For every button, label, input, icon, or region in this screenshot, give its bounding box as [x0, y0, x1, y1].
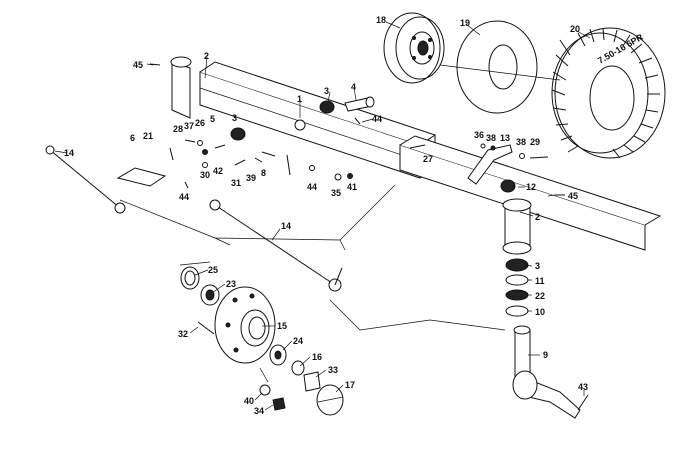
- label-11: 11: [535, 276, 545, 286]
- label-36: 36: [474, 130, 484, 140]
- tie-rod-main: [209, 199, 343, 292]
- label-14-main: 14: [281, 221, 291, 231]
- label-21: 21: [143, 131, 153, 141]
- label-2-right: 2: [535, 212, 540, 222]
- relation-lines: [119, 64, 561, 383]
- label-10: 10: [535, 307, 545, 317]
- steering-arm: [467, 144, 516, 193]
- castle-nut: [303, 371, 321, 392]
- cotter-pin: [577, 394, 589, 411]
- axle-end-left: [170, 56, 192, 119]
- label-5: 5: [210, 114, 215, 124]
- label-1: 1: [297, 94, 302, 104]
- pivot-pin: [344, 96, 375, 112]
- label-39: 39: [246, 173, 256, 183]
- label-42: 42: [213, 166, 223, 176]
- label-17: 17: [345, 380, 355, 390]
- label-23: 23: [226, 279, 236, 289]
- label-33: 33: [328, 365, 338, 375]
- label-30: 30: [200, 170, 210, 180]
- label-27: 27: [423, 154, 433, 164]
- label-45-right: 45: [568, 191, 578, 201]
- label-38-left: 38: [486, 133, 496, 143]
- tire: 7.50-16 6PR: [551, 27, 666, 159]
- label-31: 31: [231, 178, 241, 188]
- outer-bearing: [269, 344, 287, 366]
- stub-axle: [512, 325, 581, 419]
- inner-bearing: [200, 284, 220, 306]
- label-32: 32: [178, 329, 188, 339]
- label-38-right: 38: [516, 137, 526, 147]
- label-6: 6: [130, 133, 135, 143]
- label-13: 13: [500, 133, 510, 143]
- label-20: 20: [570, 24, 580, 34]
- label-3-kingpin: 3: [535, 261, 540, 271]
- hub-cap: [316, 384, 344, 416]
- wheel-nut: [272, 397, 286, 411]
- label-45-left: 45: [133, 60, 143, 70]
- label-4: 4: [351, 82, 356, 92]
- label-14-left: 14: [64, 148, 74, 158]
- inner-tube: [456, 20, 538, 114]
- label-25: 25: [208, 265, 218, 275]
- label-16: 16: [312, 352, 322, 362]
- wheel-hub: [214, 286, 276, 364]
- label-40: 40: [244, 396, 254, 406]
- label-44-upper: 44: [372, 114, 382, 124]
- leader-lines: [54, 21, 591, 411]
- axle-beam: [199, 61, 662, 251]
- label-9: 9: [543, 350, 548, 360]
- label-35: 35: [331, 188, 341, 198]
- label-22: 22: [535, 291, 545, 301]
- label-3-left: 3: [232, 113, 237, 123]
- bushing-upper: [319, 100, 335, 114]
- label-43: 43: [578, 382, 588, 392]
- label-29: 29: [530, 137, 540, 147]
- label-3-upper: 3: [324, 86, 329, 96]
- label-41: 41: [347, 182, 357, 192]
- label-28: 28: [173, 124, 183, 134]
- wheel-washer: [259, 384, 271, 396]
- axle-end-right: [502, 198, 532, 255]
- washer: [291, 360, 305, 376]
- kingpin-stack: [505, 258, 529, 317]
- label-19: 19: [460, 18, 470, 28]
- fastener-group: [149, 63, 565, 196]
- label-2-left: 2: [204, 51, 209, 61]
- label-34: 34: [254, 406, 264, 416]
- wheel-bolt: [197, 321, 215, 335]
- label-12: 12: [526, 182, 536, 192]
- label-26: 26: [195, 118, 205, 128]
- label-18: 18: [376, 15, 386, 25]
- label-44-mid: 44: [307, 182, 317, 192]
- tie-rod-left: [45, 145, 126, 214]
- label-44-left: 44: [179, 192, 189, 202]
- label-37: 37: [184, 121, 194, 131]
- part-labels: 18 19 20 45 2 1 3 4 44 3 5 26 37 28 21 6…: [64, 15, 588, 416]
- label-8: 8: [261, 168, 266, 178]
- bushing-left: [230, 127, 246, 141]
- label-15: 15: [277, 321, 287, 331]
- wheel-rim: [383, 12, 445, 84]
- label-24: 24: [293, 336, 303, 346]
- seal-ring: [180, 266, 200, 290]
- bracket: [116, 167, 167, 187]
